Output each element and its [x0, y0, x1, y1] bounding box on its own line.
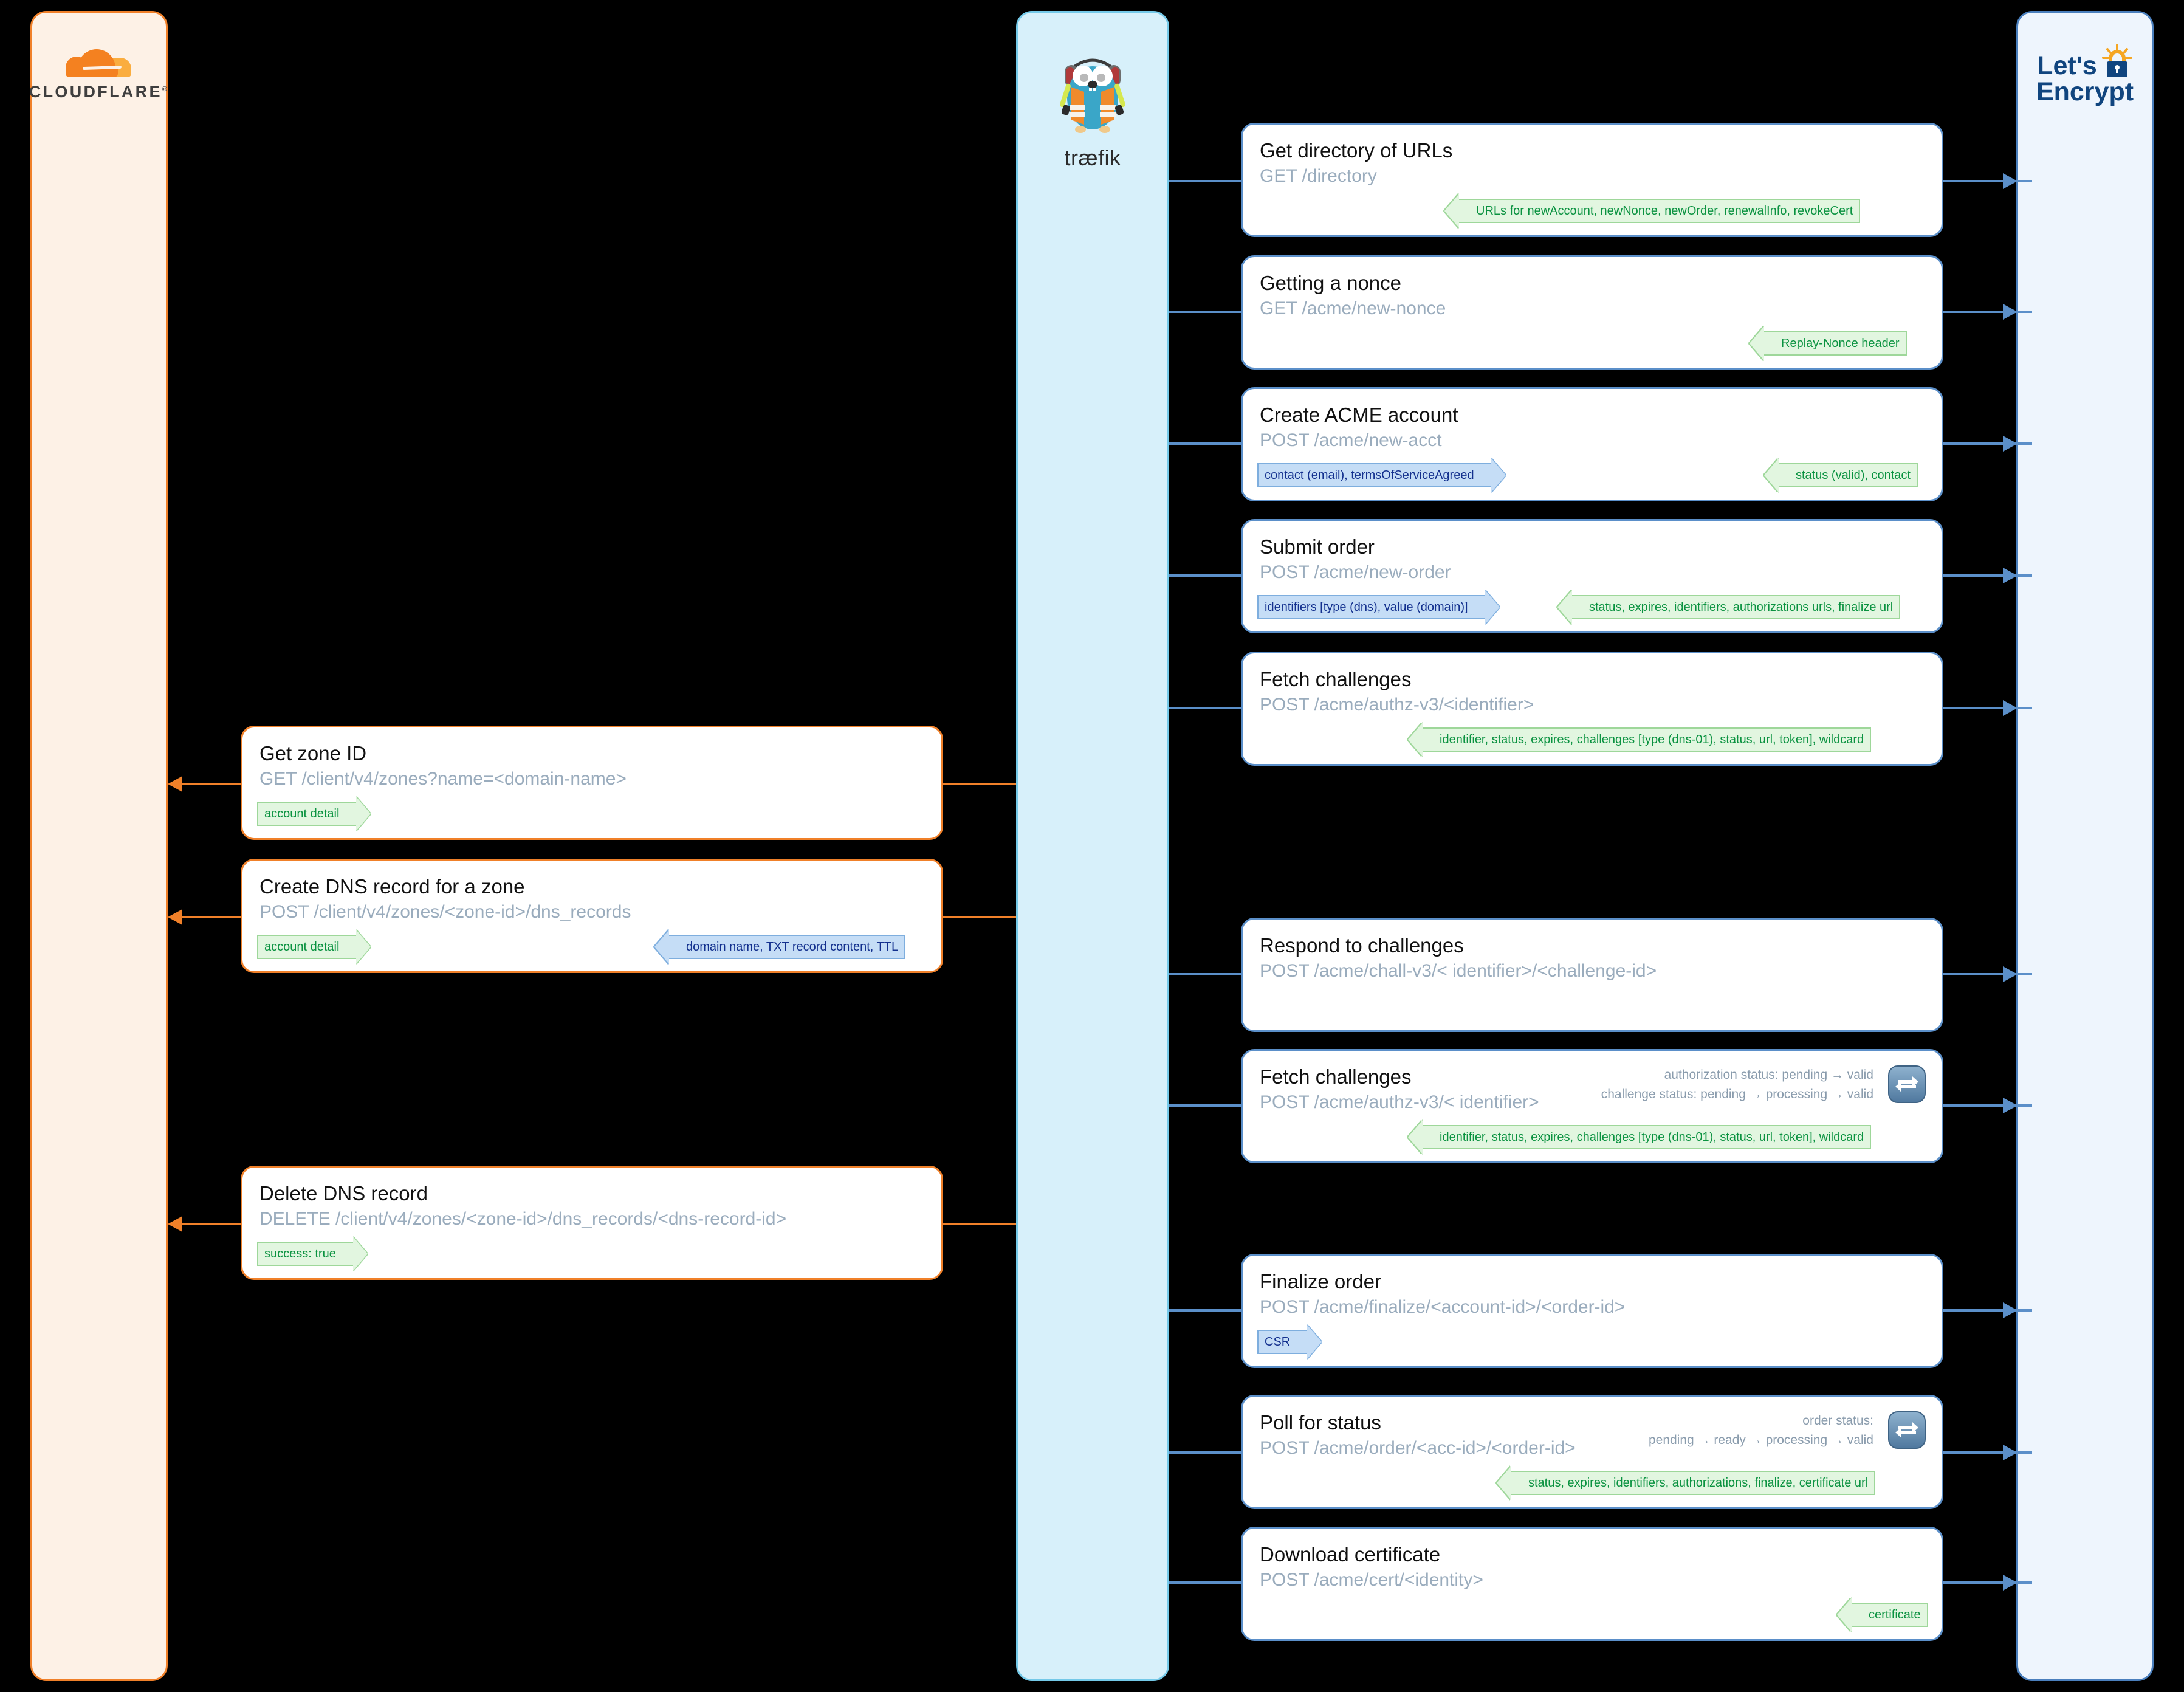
card-title: Create DNS record for a zone: [259, 875, 525, 898]
card-respond-to-challenges[interactable]: Respond to challenges POST /acme/chall-v…: [1241, 918, 1943, 1032]
cloudflare-logo: CLOUDFLARE®: [29, 48, 170, 101]
message-request: domain name, TXT record content, TTL: [668, 935, 906, 959]
card-method-path: GET /acme/new-nonce: [1260, 298, 1446, 318]
card-method-path: POST /acme/cert/<identity>: [1260, 1569, 1483, 1590]
card-method-path: POST /acme/new-acct: [1260, 430, 1442, 450]
card-get-directory[interactable]: Get directory of URLs GET /directory URL…: [1241, 123, 1943, 237]
card-title: Get directory of URLs: [1260, 139, 1453, 162]
message-response: status, expires, identifiers, authorizat…: [1571, 595, 1901, 619]
card-download-certificate[interactable]: Download certificate POST /acme/cert/<id…: [1241, 1527, 1943, 1641]
arrowhead-create-acme-account: [2003, 436, 2017, 452]
arrowhead-submit-order: [2003, 568, 2017, 583]
letsencrypt-wordmark-line1: Let's: [2037, 51, 2097, 81]
arrowhead-get-directory: [2003, 173, 2017, 189]
repeat-icon: [1888, 1411, 1926, 1449]
arrowhead-fetch-challenges-2: [2003, 1098, 2017, 1113]
card-title: Get zone ID: [259, 742, 367, 765]
card-method-path: POST /acme/new-order: [1260, 562, 1451, 582]
card-title: Respond to challenges: [1260, 934, 1464, 957]
message-response: account detail: [257, 802, 358, 826]
card-title: Delete DNS record: [259, 1182, 428, 1205]
card-title: Submit order: [1260, 535, 1375, 558]
card-title: Finalize order: [1260, 1270, 1381, 1293]
card-method-path: POST /client/v4/zones/<zone-id>/dns_reco…: [259, 901, 631, 922]
card-method-path: POST /acme/authz-v3/<identifier>: [1260, 694, 1534, 715]
message-response: identifier, status, expires, challenges …: [1421, 1125, 1872, 1149]
traefik-wordmark: træfik: [1064, 145, 1121, 170]
message-response: identifier, status, expires, challenges …: [1421, 727, 1872, 752]
arrowhead-respond-to-challenges: [2003, 966, 2017, 982]
status-note: authorization status: pending → valid ch…: [1601, 1068, 1873, 1101]
card-create-acme-account[interactable]: Create ACME account POST /acme/new-acct …: [1241, 387, 1943, 501]
padlock-sun-icon: [2101, 44, 2132, 77]
message-request: identifiers [type (dns), value (domain)]: [1257, 595, 1486, 619]
message-response: status, expires, identifiers, authorizat…: [1510, 1471, 1876, 1495]
lane-traefik: træfik: [1016, 11, 1169, 1681]
message-response: account detail: [257, 935, 358, 959]
arrowhead-poll-for-status: [2003, 1445, 2017, 1460]
card-delete-dns-record[interactable]: Delete DNS record DELETE /client/v4/zone…: [241, 1166, 943, 1280]
message-response: Replay-Nonce header: [1763, 331, 1907, 356]
card-fetch-challenges-1[interactable]: Fetch challenges POST /acme/authz-v3/<id…: [1241, 652, 1943, 766]
card-title: Create ACME account: [1260, 404, 1458, 426]
status-note: order status: pending → ready → processi…: [1648, 1414, 1873, 1447]
cloud-icon: [64, 48, 134, 78]
message-request: contact (email), termsOfServiceAgreed: [1257, 463, 1492, 487]
arrowhead-fetch-challenges-1: [2003, 700, 2017, 716]
arrowhead-finalize-order: [2003, 1302, 2017, 1318]
card-title: Fetch challenges: [1260, 1065, 1412, 1088]
card-title: Download certificate: [1260, 1543, 1441, 1566]
letsencrypt-wordmark-line2: Encrypt: [2036, 77, 2134, 106]
message-request: CSR: [1257, 1330, 1309, 1354]
card-poll-for-status[interactable]: Poll for status POST /acme/order/<acc-id…: [1241, 1395, 1943, 1509]
arrowhead-get-zone-id: [168, 776, 182, 792]
card-fetch-challenges-2[interactable]: Fetch challenges POST /acme/authz-v3/< i…: [1241, 1049, 1943, 1163]
card-method-path: DELETE /client/v4/zones/<zone-id>/dns_re…: [259, 1208, 787, 1229]
card-title: Poll for status: [1260, 1411, 1381, 1434]
card-method-path: POST /acme/chall-v3/< identifier>/<chall…: [1260, 960, 1657, 981]
card-get-zone-id[interactable]: Get zone ID GET /client/v4/zones?name=<d…: [241, 726, 943, 840]
card-method-path: POST /acme/finalize/<account-id>/<order-…: [1260, 1296, 1626, 1317]
traefik-logo: træfik: [1018, 49, 1167, 171]
card-create-dns-record[interactable]: Create DNS record for a zone POST /clien…: [241, 859, 943, 973]
message-response: status (valid), contact: [1777, 463, 1918, 487]
card-method-path: POST /acme/order/<acc-id>/<order-id>: [1260, 1437, 1576, 1458]
traefik-gopher-icon: [1060, 58, 1125, 133]
repeat-icon: [1888, 1065, 1926, 1103]
card-title: Fetch challenges: [1260, 668, 1412, 690]
card-finalize-order[interactable]: Finalize order POST /acme/finalize/<acco…: [1241, 1254, 1943, 1368]
card-method-path: POST /acme/authz-v3/< identifier>: [1260, 1092, 1539, 1112]
arrowhead-delete-dns-record: [168, 1216, 182, 1232]
lane-letsencrypt: Let's Encrypt: [2016, 11, 2154, 1681]
card-title: Getting a nonce: [1260, 272, 1401, 294]
card-get-nonce[interactable]: Getting a nonce GET /acme/new-nonce Repl…: [1241, 255, 1943, 370]
lane-cloudflare: CLOUDFLARE®: [29, 11, 170, 1681]
card-submit-order[interactable]: Submit order POST /acme/new-order identi…: [1241, 519, 1943, 633]
message-response: success: true: [257, 1242, 354, 1266]
card-method-path: GET /directory: [1260, 165, 1377, 186]
arrowhead-download-certificate: [2003, 1575, 2017, 1591]
message-response: certificate: [1850, 1603, 1928, 1627]
message-response: URLs for newAccount, newNonce, newOrder,…: [1458, 199, 1861, 223]
card-method-path: GET /client/v4/zones?name=<domain-name>: [259, 768, 627, 789]
cloudflare-wordmark: CLOUDFLARE®: [29, 83, 170, 101]
letsencrypt-logo: Let's Encrypt: [2018, 44, 2152, 105]
arrowhead-create-dns-record: [168, 909, 182, 925]
arrowhead-get-nonce: [2003, 304, 2017, 320]
